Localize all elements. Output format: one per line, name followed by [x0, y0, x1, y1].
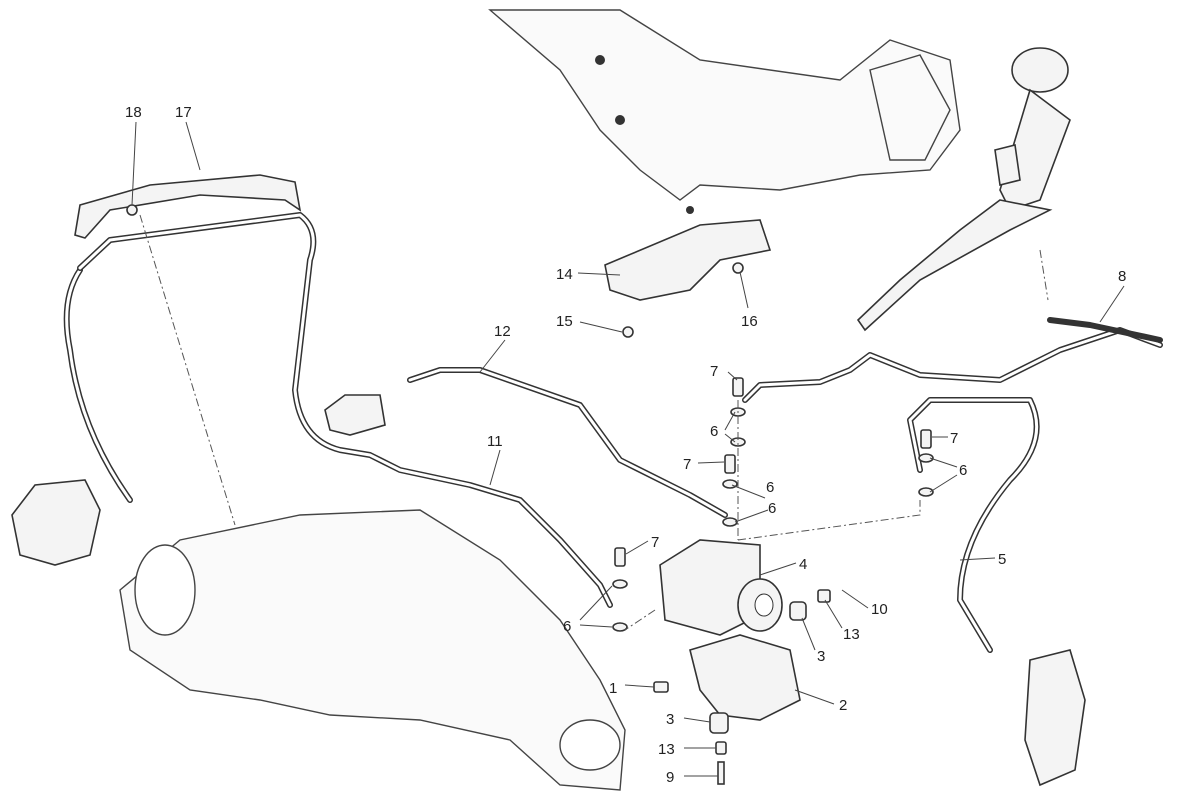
callout-11: 11 [487, 433, 503, 450]
abs-modulator [659, 539, 783, 636]
callout-1: 1 [609, 680, 617, 697]
callout-10: 10 [871, 601, 888, 618]
callout-6: 6 [563, 618, 571, 635]
callout-17: 17 [175, 104, 192, 121]
fasteners [126, 204, 934, 785]
callout-14: 14 [556, 266, 573, 283]
rubber-mount-3 [789, 601, 807, 621]
brake-hoses [63, 212, 1163, 653]
callout-9: 9 [666, 769, 674, 786]
callout-2: 2 [839, 697, 847, 714]
leader-lines [131, 121, 1125, 777]
callout-7: 7 [651, 534, 659, 551]
abs-bracket [689, 634, 801, 721]
callout-6: 6 [766, 479, 774, 496]
main-frame [488, 9, 961, 214]
callout-8: 8 [1118, 268, 1126, 285]
callout-6: 6 [710, 423, 718, 440]
callout-7: 7 [950, 430, 958, 447]
rear-caliper [11, 479, 101, 566]
callout-6: 6 [959, 462, 967, 479]
callout-13: 13 [658, 741, 675, 758]
callout-16: 16 [741, 313, 758, 330]
front-caliper [1024, 649, 1086, 787]
callout-3: 3 [666, 711, 674, 728]
callout-12: 12 [494, 323, 511, 340]
callout-18: 18 [125, 104, 142, 121]
swingarm [119, 509, 626, 791]
callout-4: 4 [799, 556, 807, 573]
rubber-mount-3b [709, 712, 729, 734]
rear-master-cylinder [324, 394, 386, 436]
callout-5: 5 [998, 551, 1006, 568]
callout-7: 7 [683, 456, 691, 473]
callout-6: 6 [768, 500, 776, 517]
callout-15: 15 [556, 313, 573, 330]
heat-guard-17 [74, 174, 302, 239]
callout-7: 7 [710, 363, 718, 380]
callout-labels: 18 17 14 15 16 12 8 7 6 7 6 6 11 7 6 5 7… [125, 104, 1126, 786]
callout-3: 3 [817, 648, 825, 665]
front-master-cylinder [856, 47, 1071, 332]
callout-13: 13 [843, 626, 860, 643]
bracket-14 [604, 219, 772, 301]
